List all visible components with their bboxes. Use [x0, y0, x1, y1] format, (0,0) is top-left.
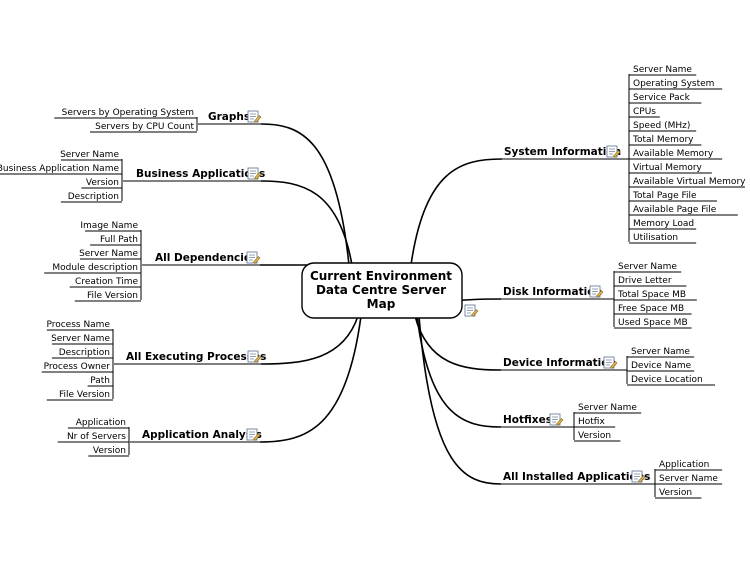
central-topic[interactable]: Current Environment Data Centre Server M…	[301, 262, 463, 319]
notes-icon[interactable]	[549, 413, 564, 426]
branch-label-business-applications: Business Applications	[136, 168, 265, 180]
branch-label-all-executing-processes: All Executing Processes	[126, 351, 266, 363]
leaf-total-page-file[interactable]: Total Page File	[632, 191, 697, 201]
leaf-available-page-file[interactable]: Available Page File	[633, 205, 717, 215]
branch-all-executing-processes[interactable]: All Executing Processes Process NameServe…	[41, 320, 267, 401]
leaf-version[interactable]: Version	[93, 446, 126, 456]
branch-business-applications[interactable]: Business Applications Server NameBusiness…	[0, 150, 265, 203]
notes-icon[interactable]	[247, 167, 262, 180]
notes-icon[interactable]	[631, 470, 646, 483]
notes-icon[interactable]	[246, 251, 261, 264]
leaf-server-name[interactable]: Server Name	[51, 334, 110, 344]
notes-icon[interactable]	[247, 110, 262, 123]
leaf-server-name[interactable]: Server Name	[79, 249, 138, 259]
leaf-server-name[interactable]: Server Name	[659, 474, 718, 484]
notes-icon[interactable]	[606, 145, 621, 158]
notes-icon[interactable]	[589, 285, 604, 298]
connector-application-analysis	[259, 315, 362, 443]
branch-application-analysis[interactable]: Application Analysis Application Nr of Ser…	[57, 418, 262, 457]
leaf-servers-by-operating-system[interactable]: Servers by Operating System	[62, 108, 194, 118]
central-topic-line-3: Map	[367, 297, 396, 311]
leaf-memory-load[interactable]: Memory Load	[633, 219, 694, 229]
connector-all-executing-processes	[260, 315, 359, 365]
branch-label-application-analysis: Application Analysis	[142, 429, 262, 441]
notes-icon[interactable]	[246, 428, 261, 441]
leaf-image-name[interactable]: Image Name	[80, 221, 138, 231]
leaf-version[interactable]: Version	[659, 488, 692, 498]
branch-label-disk-information: Disk Information	[503, 286, 602, 298]
leaf-server-name[interactable]: Server Name	[631, 347, 690, 357]
leaf-virtual-memory[interactable]: Virtual Memory	[633, 163, 703, 173]
leaf-application[interactable]: Application	[659, 460, 709, 470]
connector-system-information	[410, 158, 503, 266]
leaf-full-path[interactable]: Full Path	[100, 235, 138, 245]
leaf-process-owner[interactable]: Process Owner	[44, 362, 111, 372]
leaf-device-name[interactable]: Device Name	[631, 361, 692, 371]
leaf-version[interactable]: Version	[86, 178, 119, 188]
leaf-service-pack[interactable]: Service Pack	[633, 93, 691, 103]
leaf-description[interactable]: Description	[68, 192, 119, 202]
leaf-available-virtual-memory[interactable]: Available Virtual Memory	[633, 177, 746, 187]
connector-all-installed-applications	[418, 315, 502, 485]
leaf-server-name[interactable]: Server Name	[633, 65, 692, 75]
branch-label-system-information: System Information	[504, 146, 621, 158]
leaf-total-space-mb[interactable]: Total Space MB	[617, 290, 686, 300]
leaf-path[interactable]: Path	[90, 376, 110, 386]
leaf-operating-system[interactable]: Operating System	[633, 79, 714, 89]
leaf-device-location[interactable]: Device Location	[631, 375, 703, 385]
leaf-utilisation[interactable]: Utilisation	[633, 233, 678, 243]
branch-label-device-information: Device Information	[503, 357, 616, 369]
leaf-speed-mhz[interactable]: Speed (MHz)	[633, 121, 690, 131]
connector-business-applications	[260, 180, 353, 266]
central-topic-line-1: Current Environment	[310, 269, 452, 283]
branch-all-installed-applications[interactable]: All Installed Applications ApplicationSer…	[501, 460, 723, 499]
notes-icon[interactable]	[603, 356, 618, 369]
leaf-used-space-mb[interactable]: Used Space MB	[618, 318, 688, 328]
leaf-version[interactable]: Version	[578, 431, 611, 441]
leaf-application[interactable]: Application	[76, 418, 126, 428]
leaf-creation-time[interactable]: Creation Time	[75, 277, 138, 287]
notes-icon[interactable]	[247, 350, 262, 363]
leaf-drive-letter[interactable]: Drive Letter	[618, 276, 672, 286]
connector-device-information	[414, 315, 502, 371]
leaf-hotfix[interactable]: Hotfix	[578, 417, 605, 427]
leaf-nr-of-servers[interactable]: Nr of Servers	[67, 432, 126, 442]
central-topic-line-2: Data Centre Server	[316, 283, 446, 297]
branch-label-all-installed-applications: All Installed Applications	[503, 471, 650, 483]
leaf-total-memory[interactable]: Total Memory	[632, 135, 694, 145]
branch-graphs[interactable]: Graphs Servers by Operating SystemServers…	[54, 108, 262, 133]
leaf-servers-by-cpu-count[interactable]: Servers by CPU Count	[95, 122, 194, 132]
leaf-process-name[interactable]: Process Name	[46, 320, 110, 330]
branch-label-graphs: Graphs	[208, 111, 250, 123]
central-topic-box	[301, 262, 463, 319]
branches: Graphs Servers by Operating SystemServers…	[0, 65, 746, 499]
leaf-server-name[interactable]: Server Name	[578, 403, 637, 413]
connector-hotfixes	[416, 315, 502, 428]
leaf-free-space-mb[interactable]: Free Space MB	[618, 304, 684, 314]
leaf-available-memory[interactable]: Available Memory	[633, 149, 714, 159]
leaf-module-description[interactable]: Module description	[52, 263, 138, 273]
connector-graphs	[260, 123, 350, 266]
leaf-description[interactable]: Description	[59, 348, 110, 358]
branch-label-hotfixes: Hotfixes	[503, 414, 552, 426]
branch-label-all-dependencies: All Dependencies	[155, 252, 257, 264]
leaf-file-version[interactable]: File Version	[59, 390, 110, 400]
leaf-file-version[interactable]: File Version	[87, 291, 138, 301]
leaf-cpus[interactable]: CPUs	[633, 107, 656, 117]
leaf-server-name[interactable]: Server Name	[618, 262, 677, 272]
leaf-business-application-name[interactable]: Business Application Name	[0, 164, 119, 174]
leaf-server-name[interactable]: Server Name	[60, 150, 119, 160]
central-notes-icon[interactable]	[464, 304, 479, 317]
